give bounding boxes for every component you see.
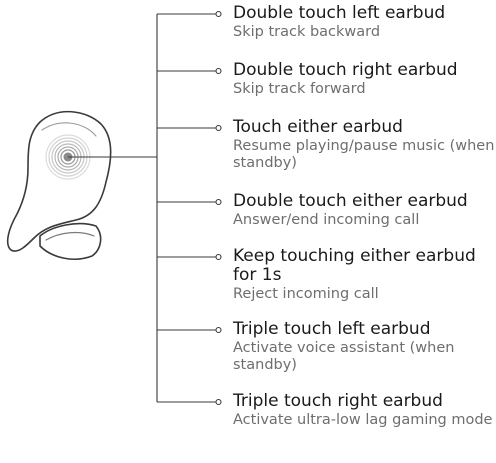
gesture-result: Skip track forward [233,81,366,97]
gesture-action: Keep touching either earbud for 1s [233,246,476,285]
branch-marker-6 [215,326,222,334]
earbud-tip-ring [45,231,95,241]
gesture-result: Skip track backward [233,24,381,40]
gesture-action: Double touch right earbud [233,60,458,80]
gesture-result: Reject incoming call [233,286,379,302]
earbud-icon [6,110,112,260]
gesture-action: Triple touch left earbud [233,319,431,339]
gesture-entry-triple-touch-left: Triple touch left earbud Activate voice … [233,320,495,374]
gesture-action: Double touch either earbud [233,191,468,211]
gesture-entry-double-touch-left: Double touch left earbud Skip track back… [233,4,495,41]
gesture-action: Triple touch right earbud [233,391,443,411]
gesture-action: Touch either earbud [233,117,403,137]
gesture-action: Double touch left earbud [233,3,446,23]
earbud-rim [41,122,97,137]
gesture-entry-double-touch-either: Double touch either earbud Answer/end in… [233,192,495,229]
gesture-result: Answer/end incoming call [233,212,420,228]
branch-marker-4 [215,198,222,206]
connector-end-markers [215,10,222,406]
fingerprint-touch-icon [45,134,91,180]
branch-marker-5 [215,253,222,261]
gesture-entry-keep-touching: Keep touching either earbud for 1s Rejec… [233,247,495,303]
branch-marker-7 [215,398,222,406]
gesture-result: Activate voice assistant (when standby) [233,340,455,373]
branch-marker-1 [215,10,222,18]
earbud-tip [39,222,102,260]
gesture-result: Resume playing/pause music (when standby… [233,138,495,171]
branch-marker-2 [215,67,222,75]
gesture-entry-triple-touch-right: Triple touch right earbud Activate ultra… [233,392,495,429]
connector-lines [68,13,216,403]
gesture-result: Activate ultra-low lag gaming mode [233,412,493,428]
gesture-entry-touch-either: Touch either earbud Resume playing/pause… [233,118,495,172]
earbud-body [6,110,112,252]
branch-marker-3 [215,124,222,132]
gesture-entry-double-touch-right: Double touch right earbud Skip track for… [233,61,495,98]
